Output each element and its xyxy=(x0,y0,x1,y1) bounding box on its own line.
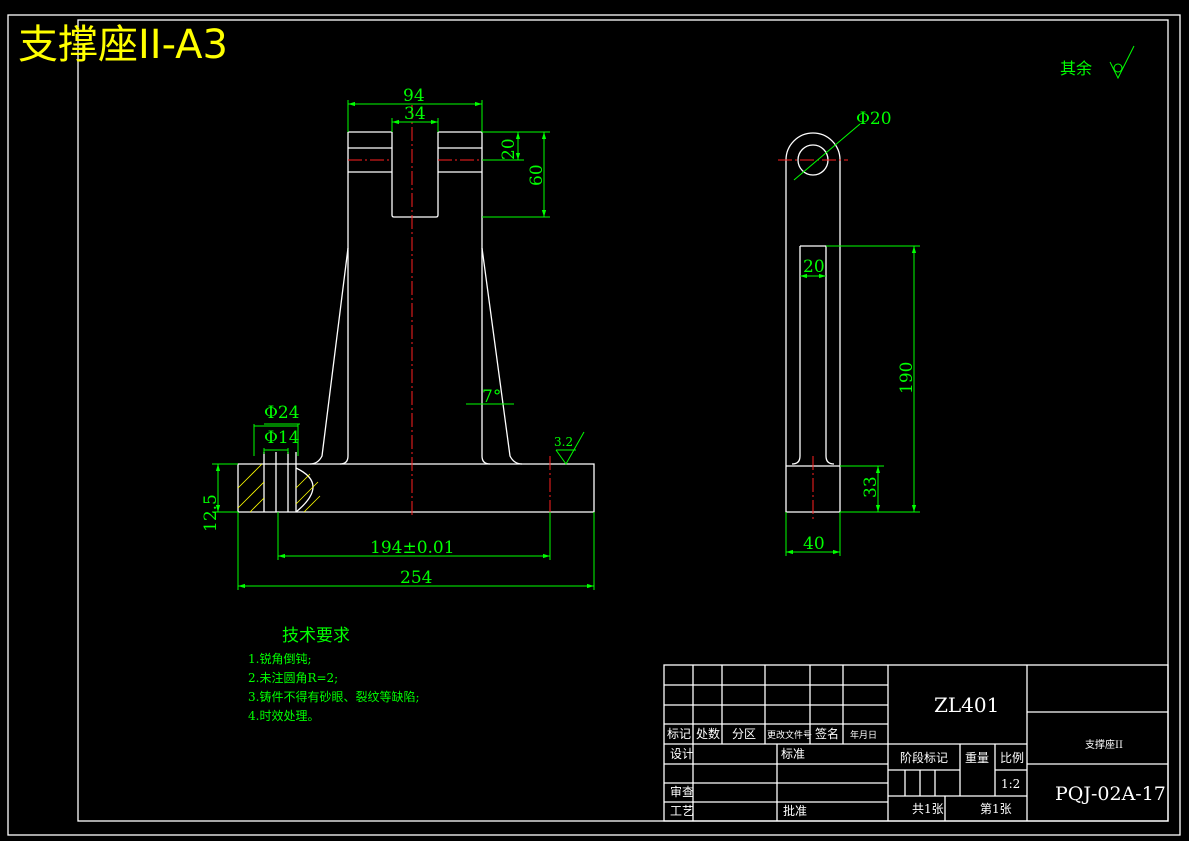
tb-approve: 批准 xyxy=(783,803,807,818)
tb-ratio: 比例 xyxy=(1000,751,1024,765)
right-column-outline xyxy=(481,132,523,465)
side-view-outline xyxy=(785,132,841,513)
tb-change-doc: 更改文件号 xyxy=(767,729,812,741)
dim-60: 60 xyxy=(527,164,547,186)
tb-sign: 签名 xyxy=(815,726,839,741)
tech-req-item-1: 1.锐角倒钝; xyxy=(248,652,312,666)
dim-254: 254 xyxy=(400,568,432,588)
tb-count: 处数 xyxy=(696,726,720,741)
dim-phi20: Φ20 xyxy=(856,109,892,129)
tb-scale: 1:2 xyxy=(1001,777,1020,791)
tb-design: 设计 xyxy=(670,747,694,761)
tb-stage: 阶段标记 xyxy=(900,750,948,765)
outer-border xyxy=(7,14,1181,836)
front-view: 94 34 20 60 7° Φ24 Φ14 12.5 194±0.01 25 xyxy=(201,86,595,590)
side-view: Φ20 20 190 33 40 xyxy=(778,109,920,556)
tb-process: 工艺 xyxy=(670,804,694,818)
dim-34: 34 xyxy=(404,104,426,124)
inner-border xyxy=(77,19,1169,822)
tb-total: 共1张 xyxy=(912,802,944,816)
dim-20-front: 20 xyxy=(499,138,519,160)
dim-194: 194±0.01 xyxy=(370,538,455,558)
drawing-title: 支撑座II-A3 xyxy=(18,22,228,68)
roughness-3-2-label: 3.2 xyxy=(554,435,573,449)
tb-weight: 重量 xyxy=(965,751,989,765)
tb-product-code: ZL401 xyxy=(934,693,999,717)
dim-33: 33 xyxy=(861,476,881,498)
tb-review: 审查 xyxy=(670,784,694,799)
dim-40: 40 xyxy=(803,534,825,554)
roughness-3-2-icon xyxy=(555,431,585,465)
tb-drawing-no: PQJ-02A-17 xyxy=(1055,783,1166,805)
dim-20-side: 20 xyxy=(803,257,825,277)
dim-phi24: Φ24 xyxy=(264,403,300,423)
tb-date: 年月日 xyxy=(850,729,877,741)
tech-req-item-3: 3.铸件不得有砂眼、裂纹等缺陷; xyxy=(248,689,420,704)
tech-req-item-2: 2.未注圆角R=2; xyxy=(248,670,338,685)
base-outline xyxy=(237,463,595,513)
section-hatch xyxy=(237,452,321,513)
tb-zone: 分区 xyxy=(732,727,756,741)
dim-phi14: Φ14 xyxy=(264,428,300,448)
dim-7-degree: 7° xyxy=(482,387,501,407)
tb-standard: 标准 xyxy=(781,747,805,761)
dim-190: 190 xyxy=(897,362,917,394)
roughness-symbol-icon xyxy=(1109,45,1135,80)
tb-sheet: 第1张 xyxy=(980,802,1012,816)
roughness-note-label: 其余 xyxy=(1060,59,1092,78)
dim-12-5: 12.5 xyxy=(201,494,221,532)
tb-part-name: 支撑座II xyxy=(1085,738,1123,751)
dim-94: 94 xyxy=(403,86,425,106)
title-block: 标记 处数 分区 更改文件号 签名 年月日 设计 标准 审查 工艺 批准 ZL4… xyxy=(663,664,1169,822)
tech-req-item-4: 4.时效处理。 xyxy=(248,708,319,723)
tech-req-heading: 技术要求 xyxy=(282,626,350,646)
tb-mark: 标记 xyxy=(667,727,691,741)
tech-requirements: 技术要求 1.锐角倒钝; 2.未注圆角R=2; 3.铸件不得有砂眼、裂纹等缺陷;… xyxy=(248,626,420,723)
left-column-outline xyxy=(309,132,349,465)
